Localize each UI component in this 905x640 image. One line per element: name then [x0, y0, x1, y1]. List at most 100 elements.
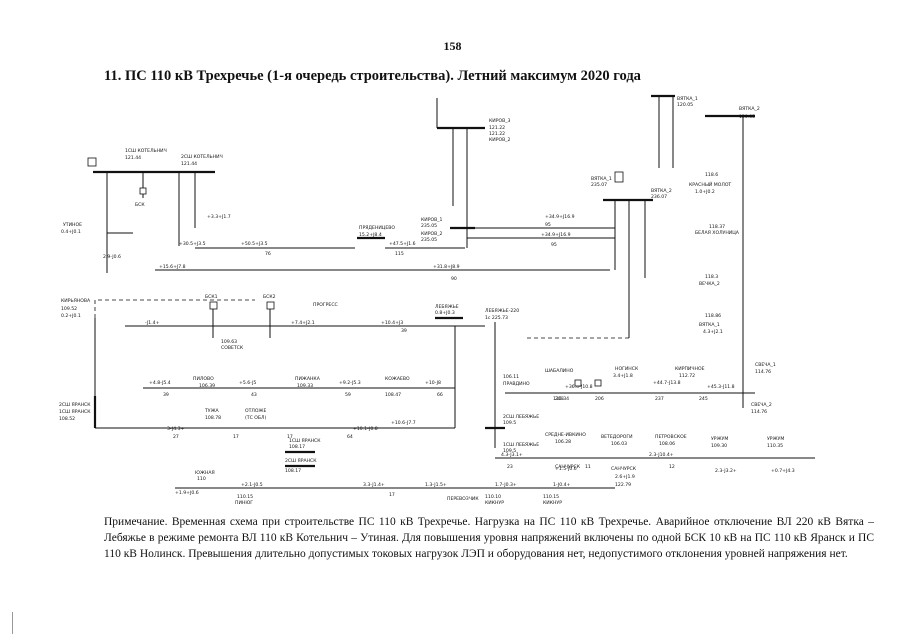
flow-f30: 1.7-J0.3+ [495, 482, 517, 488]
flow-f33: 2.6+J1.9 [615, 474, 635, 480]
yaransk2-voltage: 108.17 [285, 468, 301, 474]
kirpichnoe-label: КИРПИЧНОЕ [675, 366, 705, 372]
line-l15: 203 [555, 396, 564, 402]
flow-f16: +10-J8 [425, 380, 441, 386]
yaransk1-voltage: 108.17 [289, 444, 305, 450]
line-l13: 64 [347, 434, 353, 440]
kiknur-label: КИКНУР [543, 500, 562, 506]
flow-f10: -J1.4+ [145, 320, 160, 326]
lebyazhe1-label: 1СШ ЛЕБЯЖЬЕ [503, 442, 539, 448]
progress-label: ПРОГРЕСС [313, 302, 338, 308]
lebyazhe110-flow: 0.8+J0.3 [435, 310, 455, 316]
line-l3: 90 [451, 276, 457, 282]
krasny-label: КРАСНЫЙ МОЛОТ [689, 181, 731, 188]
shabalino-label: ШАБАЛИНО [545, 368, 574, 374]
vyatka1-voltage: 120.05 [677, 102, 693, 108]
flow-f32: 1.3-J1.5+ [425, 482, 447, 488]
flow-f6: +31.8+J8.9 [433, 264, 460, 270]
vyatka1b-voltage: 235.07 [591, 182, 607, 188]
kiknur-voltage: 110.15 [543, 494, 559, 500]
kotelnich-v2: 118.6 [705, 172, 718, 178]
line-l1: 76 [265, 251, 271, 257]
middle-left-area: КИРЬЯНОВА 109.52 0.2+J0.1 -J1.4+ БСК1 БС… [61, 294, 485, 418]
flow-f24: +1.5-J0.6 [555, 466, 577, 472]
kotelnich1-voltage: 121.44 [125, 155, 141, 161]
shabalino-voltage: 110.34 [553, 396, 569, 402]
ichhvs-voltage: 110 [197, 476, 206, 482]
vyatka-v5: ВЯТКА_1 [699, 322, 720, 328]
sanchursk-voltage: 122.79 [615, 482, 631, 488]
vyatka-v3: 118.37 [709, 224, 725, 230]
line-l12: 17 [287, 434, 293, 440]
utinoe-voltage: 0.4+J0.1 [61, 229, 81, 235]
line-l21: 12 [669, 464, 675, 470]
flow-f20: +36.4-J10.8 [565, 384, 593, 390]
flow-f11: +7.4+J2.1 [291, 320, 315, 326]
flow-f34: +0.7+J4.3 [771, 468, 795, 474]
kozhaevo-voltage: 108.47 [385, 392, 401, 398]
flow-f22: +45.3-J11.8 [707, 384, 735, 390]
kirov-substation: КИРОВ_3 121.22 121.22 КИРОВ_2 КИРОВ_1 23… [421, 98, 511, 248]
page-title: 11. ПС 110 кВ Трехречье (1-я очередь стр… [104, 68, 641, 84]
petrovskoe-voltage: 108.06 [659, 441, 675, 447]
sovetsk-voltage: 109.63 [221, 339, 237, 345]
line-l4: 95 [545, 222, 551, 228]
otlozhe-label: ОТЛОЖЕ [245, 408, 266, 414]
kirov2-label: КИРОВ_2 [489, 137, 511, 143]
vyatka-v5b: 4.3+J2.1 [703, 329, 723, 335]
flow-f9: +3.3+J1.7 [207, 214, 231, 220]
flow-f15: +9.2-J5.3 [339, 380, 361, 386]
flow-f19: +10.6-J7.7 [391, 420, 416, 426]
flow-f18: +10.1-J0.8 [353, 426, 378, 432]
flow-f3: +47.5+J1.6 [389, 241, 416, 247]
belaya-label: БЕЛАЯ ХОЛУНИЦА [695, 230, 740, 236]
urzhum2-voltage: 110.35 [767, 443, 783, 449]
vetdorogi-label: ВЕТЕДОРОГИ [601, 434, 633, 440]
urzhum2-label: УРЖУМ [767, 436, 784, 442]
perevozchik-label: ПЕРЕВОЗЧИК [447, 496, 479, 502]
vyatka2-label: ВЯТКА_2 [739, 106, 760, 112]
nogin-flow: 3.4+J1.8 [613, 373, 633, 379]
line-l19: 11 [585, 464, 591, 470]
line-l10: 27 [173, 434, 179, 440]
yaransk2-label: 2СШ ЯРАНСК [285, 458, 317, 464]
tuzha-voltage: 108.78 [205, 415, 221, 421]
vyatka2b-voltage: 236.07 [651, 194, 667, 200]
right-middle-row: 106.11 ПРАВДИНО ШАБАЛИНО 110.34 +36.4-J1… [503, 362, 776, 415]
pinyug-voltage: 110.15 [237, 494, 253, 500]
flow-f4: +34.9+J16.9 [545, 214, 575, 220]
kirov2b-voltage: 235.05 [421, 237, 437, 243]
lebyazhe-substation: ЛЕБЯЖЬЕ 0.8+J0.3 ЛЕБЯЖЬЕ-220 1с 225.73 2… [435, 304, 539, 454]
kirov1-label: КИРОВ_1 [421, 217, 443, 223]
kiryanova-label: КИРЬЯНОВА [61, 298, 91, 304]
line-l8: 59 [345, 392, 351, 398]
vetdorogi-voltage: 106.03 [611, 441, 627, 447]
flow-f17: 3-J4.3+ [167, 426, 184, 432]
flow-f13: +4.8-J5.4 [149, 380, 171, 386]
flow-f27: +1.9+J0.6 [175, 490, 199, 496]
flow-f14: +5.6-J5 [239, 380, 256, 386]
flow-f1: +30.5+J3.5 [179, 241, 206, 247]
sredneiv-label: СРЕДНЕ-ИВКИНО [545, 432, 586, 438]
line-l6b: 39 [163, 392, 169, 398]
kirpichnoe-voltage: 112.72 [679, 373, 695, 379]
kotelnich-kirov-lines: +30.5+J3.5 +50.5+J3.5 76 ПРЯДЕНИЦЕВО 15.… [155, 225, 610, 282]
flow-f28: +2.1-J0.5 [241, 482, 263, 488]
line-l20: 17 [389, 492, 395, 498]
sredneiv-voltage: 106.28 [555, 439, 571, 445]
bsk-label: БСК [135, 202, 145, 208]
kirov2b-label: КИРОВ_2 [421, 231, 443, 237]
otlozhe-sub: (ТС ОБЛ) [245, 415, 266, 421]
line-l11: 17 [233, 434, 239, 440]
line-l14: 23 [507, 464, 513, 470]
power-network-diagram: 1СШ КОТЕЛЬНИЧ 121.44 2СШ КОТЕЛЬНИЧ 121.4… [59, 94, 815, 506]
note-paragraph: Примечание. Временная схема при строител… [104, 516, 874, 560]
page-number: 158 [443, 39, 462, 53]
lebyazhe220-voltage: 1с 225.73 [485, 315, 508, 321]
kotelnich1-label: 1СШ КОТЕЛЬНИЧ [125, 148, 167, 154]
kiryanova-flow: 0.2+J0.1 [61, 313, 81, 319]
kiryanova-voltage: 109.52 [61, 306, 77, 312]
pinyug-label: ПИНЮГ [235, 500, 253, 506]
line-l7: 43 [251, 392, 257, 398]
vyatka2-voltage: 120.05 [739, 114, 755, 120]
